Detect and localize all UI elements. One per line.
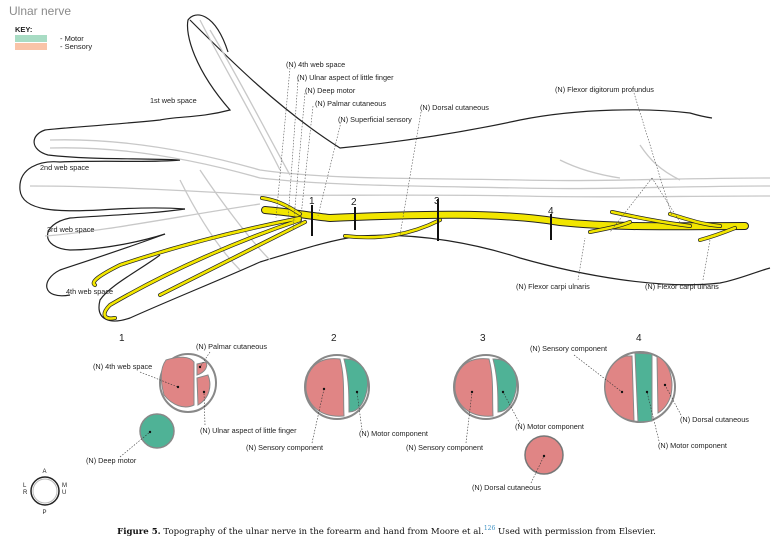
label-flexor-carpi-ulnaris-1: (N) Flexor carpi ulnaris xyxy=(516,282,590,291)
orientation-compass: A P L R M U xyxy=(23,469,67,516)
section-1-palmar-label: (N) Palmar cutaneous xyxy=(196,342,267,351)
section-1-number: 1 xyxy=(119,333,125,344)
section-4-motor-label: (N) Motor component xyxy=(658,441,727,450)
section-1-ulnar-little-label: (N) Ulnar aspect of little finger xyxy=(200,426,297,435)
motor-key-label: - Motor xyxy=(60,34,84,43)
leader-lines xyxy=(275,67,711,281)
marker-number-3: 3 xyxy=(434,196,440,207)
section-4-dorsal-label: (N) Dorsal cutaneous xyxy=(680,415,749,424)
cross-section-3: 3 (N) Motor component (N) Sensory compon… xyxy=(406,333,584,492)
cross-section-4: 4 (N) Sensory component (N) Dorsal cutan… xyxy=(530,333,749,450)
section-2-sensory-label: (N) Sensory component xyxy=(246,443,323,452)
key-label: KEY: xyxy=(15,25,33,34)
figure-caption: Figure 5. Topography of the ulnar nerve … xyxy=(0,525,773,537)
background-structures xyxy=(29,19,771,271)
compass-medial: M xyxy=(62,483,67,489)
sensory-swatch xyxy=(15,43,47,50)
section-3-number: 3 xyxy=(480,333,486,344)
web-space-2-label: 2nd web space xyxy=(40,163,89,172)
label-palmar-cutaneous: (N) Palmar cutaneous xyxy=(315,99,386,108)
section-3-dorsal-label: (N) Dorsal cutaneous xyxy=(472,483,541,492)
section-leader-lines xyxy=(119,351,682,484)
label-superficial-sensory: (N) Superficial sensory xyxy=(338,115,412,124)
figure-label: Figure 5. xyxy=(117,526,161,537)
compass-anterior: A xyxy=(43,469,47,475)
cross-section-2: 2 (N) Motor component (N) Sensory compon… xyxy=(246,333,428,452)
label-ulnar-little-finger: (N) Ulnar aspect of little finger xyxy=(297,73,394,82)
compass-lateral: L xyxy=(23,483,27,489)
label-deep-motor: (N) Deep motor xyxy=(305,86,356,95)
cross-section-1: 1 (N) Palmar cutaneous (N) 4th web space… xyxy=(86,333,297,465)
compass-posterior: P xyxy=(43,510,47,516)
section-2-motor-label: (N) Motor component xyxy=(359,429,428,438)
caption-text: Topography of the ulnar nerve in the for… xyxy=(160,526,484,537)
section-dots xyxy=(148,365,667,458)
section-3-sensory-label: (N) Sensory component xyxy=(406,443,483,452)
web-space-1-label: 1st web space xyxy=(150,96,197,105)
sensory-key-label: - Sensory xyxy=(60,42,93,51)
marker-number-1: 1 xyxy=(309,196,315,207)
compass-ulnar: U xyxy=(62,490,66,496)
label-flexor-digitorum-profundus: (N) Flexor digitorum profundus xyxy=(555,85,654,94)
caption-tail: Used with permission from Elsevier. xyxy=(495,526,656,537)
compass-radial: R xyxy=(23,490,28,496)
hand-arm-outline xyxy=(19,14,771,322)
section-1-4th-web-label: (N) 4th web space xyxy=(93,362,152,371)
label-4th-web-space: (N) 4th web space xyxy=(286,60,345,69)
web-space-3-label: 3rd web space xyxy=(47,225,94,234)
ulnar-nerve-branches xyxy=(91,196,737,321)
motor-swatch xyxy=(15,35,47,42)
label-flexor-carpi-ulnaris-2: (N) Flexor carpi ulnaris xyxy=(645,282,719,291)
section-4-sensory-label: (N) Sensory component xyxy=(530,344,607,353)
reference-link[interactable]: 126 xyxy=(483,525,496,532)
diagram-title: Ulnar nerve xyxy=(9,4,72,18)
section-2-number: 2 xyxy=(331,333,337,344)
web-space-4-label: 4th web space xyxy=(66,287,113,296)
label-dorsal-cutaneous: (N) Dorsal cutaneous xyxy=(420,103,489,112)
section-markers xyxy=(311,199,552,241)
ulnar-nerve-trunk xyxy=(261,206,749,231)
marker-number-4: 4 xyxy=(548,206,554,217)
marker-number-2: 2 xyxy=(351,197,357,208)
section-4-number: 4 xyxy=(636,333,642,344)
section-3-motor-label: (N) Motor component xyxy=(515,422,584,431)
section-1-deep-motor-label: (N) Deep motor xyxy=(86,456,137,465)
